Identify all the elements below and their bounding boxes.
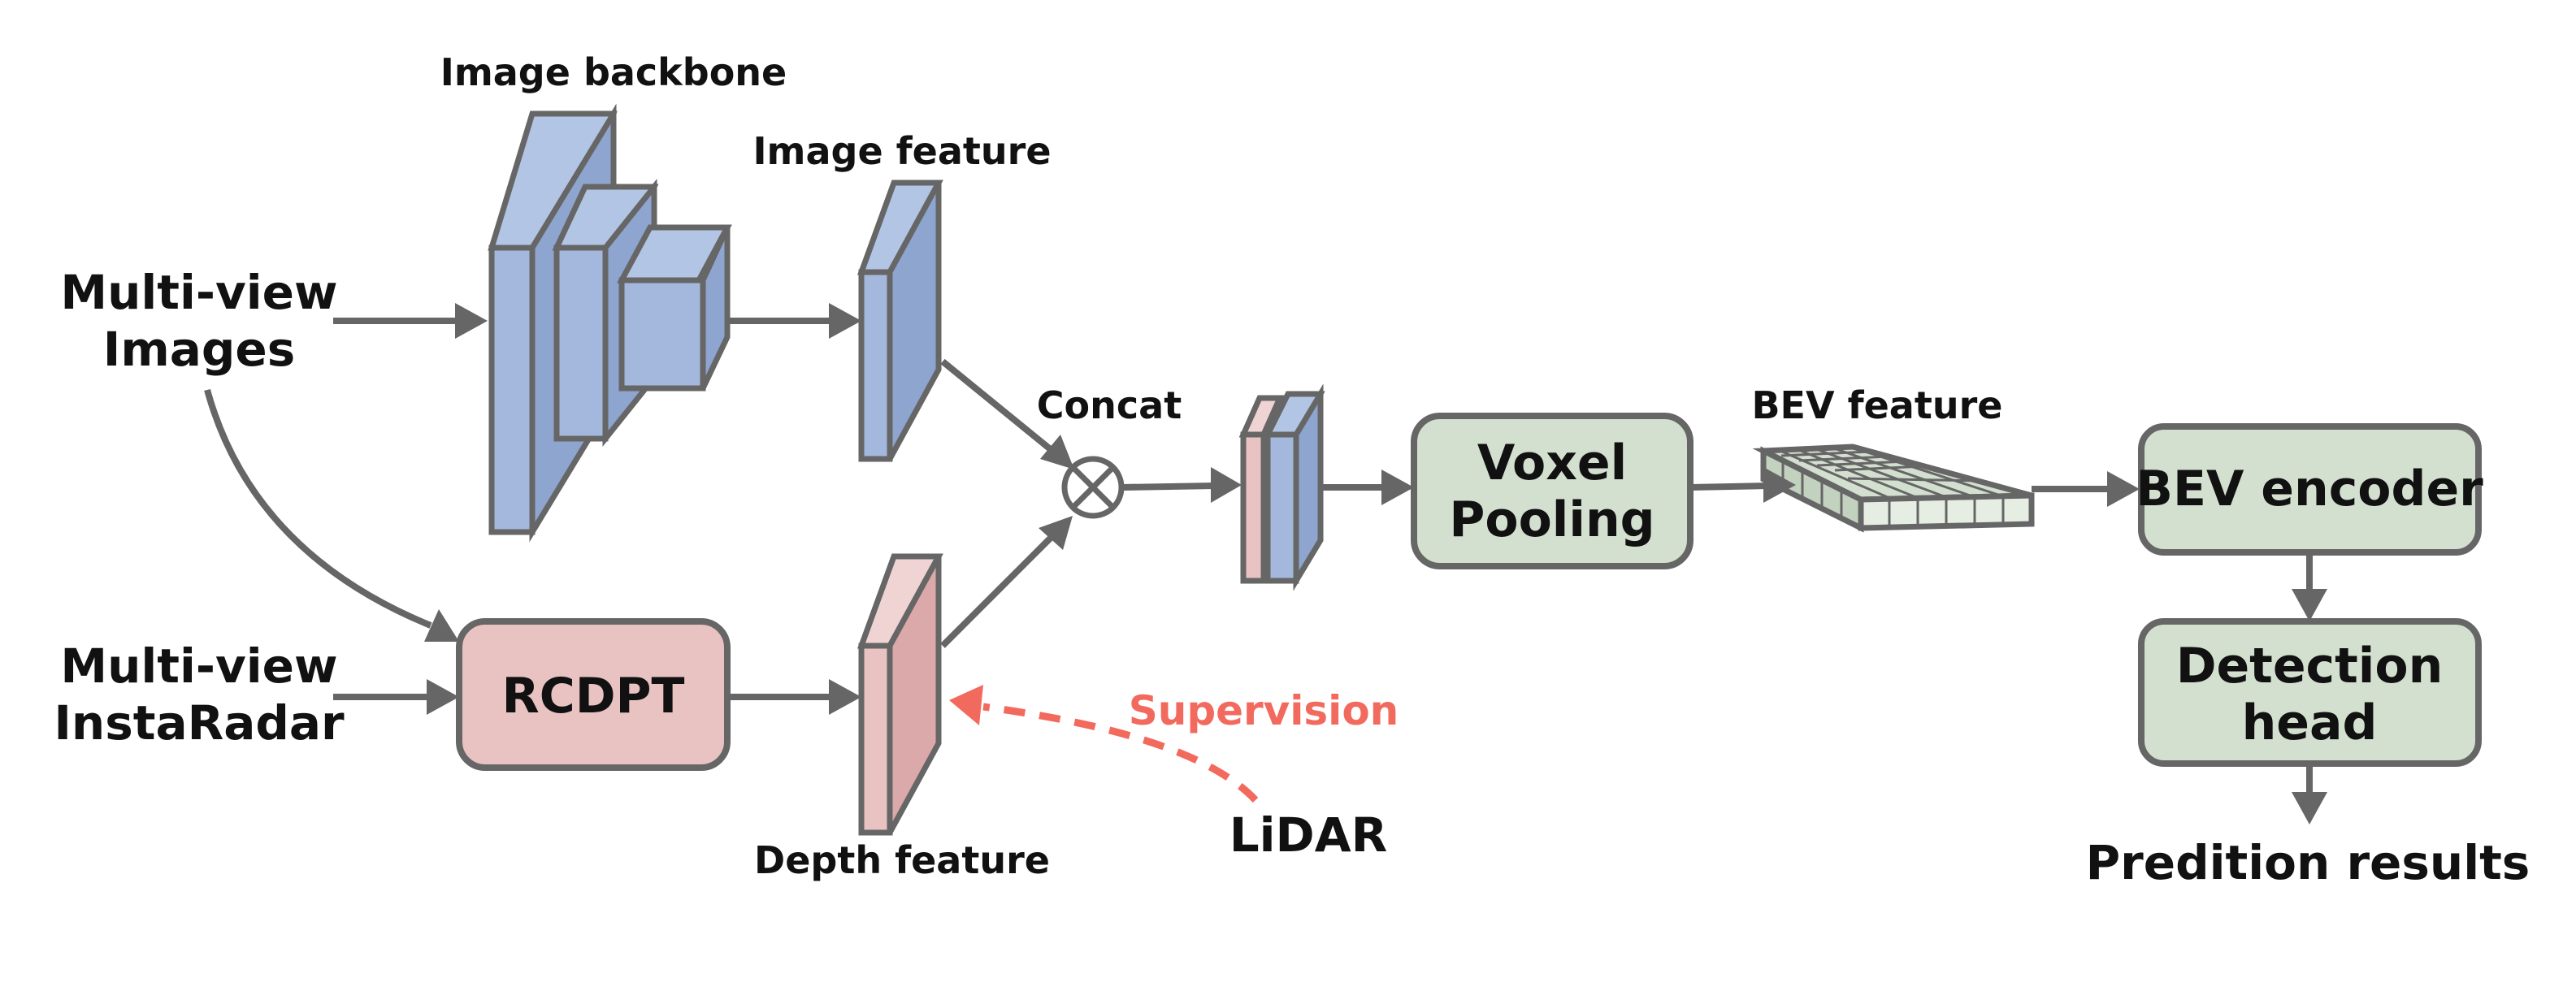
bev-feature-grid (1752, 444, 2035, 533)
input-radar-label-2: InstaRadar (54, 695, 345, 751)
input-images-label-1: Multi-view (60, 265, 337, 320)
supervision-arrow (949, 685, 1259, 803)
input-radar-label-1: Multi-view (60, 638, 337, 694)
bev-feature-label: BEV feature (1752, 383, 2003, 427)
rcdpt-label: RCDPT (502, 668, 685, 725)
image-feature-block (857, 180, 943, 462)
concat-label: Concat (1037, 383, 1182, 427)
voxel-pooling-box: Voxel Pooling (1411, 413, 1693, 569)
image-backbone-blocks (488, 103, 732, 543)
input-images-label-2: Images (103, 322, 296, 377)
supervision-label: Supervision (1129, 687, 1399, 734)
depth-feature-block (857, 553, 943, 836)
arrows (204, 303, 2327, 824)
voxel-pooling-label-2: Pooling (1449, 491, 1654, 548)
prediction-results-label: Predition results (2086, 835, 2530, 890)
lidar-label: LiDAR (1229, 807, 1388, 863)
image-backbone-label: Image backbone (440, 50, 787, 94)
voxel-pooling-label-1: Voxel (1477, 435, 1627, 491)
bev-encoder-label: BEV encoder (2136, 461, 2483, 517)
rcdpt-box: RCDPT (456, 618, 731, 771)
image-feature-label: Image feature (752, 129, 1051, 173)
detection-head-label-1: Detection (2176, 638, 2444, 695)
concat-feature-block (1238, 383, 1325, 591)
depth-feature-label: Depth feature (754, 838, 1050, 882)
detection-head-label-2: head (2242, 695, 2378, 751)
detection-head-box: Detection head (2138, 618, 2482, 767)
bev-encoder-box: BEV encoder (2136, 423, 2483, 556)
circle-times-icon (1061, 456, 1125, 519)
